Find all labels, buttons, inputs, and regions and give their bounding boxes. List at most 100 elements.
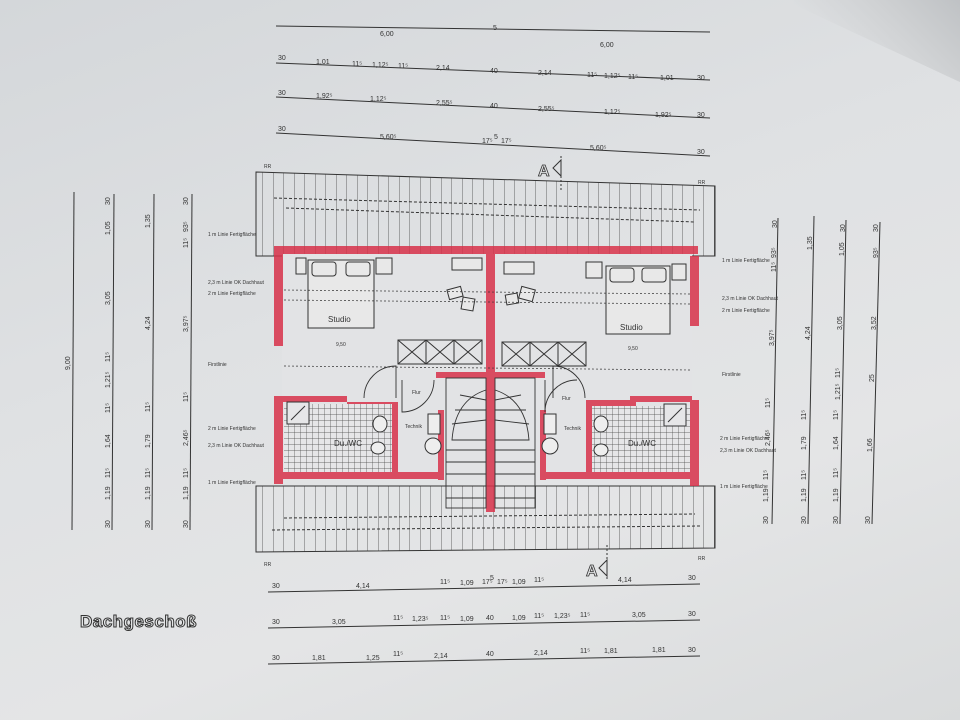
shower-right (663, 403, 687, 427)
svg-text:2 m Linie Fertigfläche: 2 m Linie Fertigfläche (720, 436, 768, 442)
toilet-left (370, 415, 388, 455)
svg-text:1 m Linie Fertigfläche: 1 m Linie Fertigfläche (208, 232, 256, 238)
svg-text:93⁵: 93⁵ (771, 247, 778, 258)
svg-text:40: 40 (486, 651, 494, 658)
svg-text:30: 30 (688, 575, 696, 582)
svg-text:1,64: 1,64 (105, 434, 112, 448)
svg-text:30: 30 (772, 220, 779, 228)
svg-text:RR: RR (264, 562, 272, 568)
svg-text:30: 30 (688, 647, 696, 654)
svg-text:2,55⁵: 2,55⁵ (436, 100, 453, 107)
staircase (445, 377, 536, 509)
svg-text:40: 40 (490, 68, 498, 75)
svg-text:17⁵: 17⁵ (482, 579, 493, 586)
svg-text:11⁵: 11⁵ (587, 72, 597, 79)
svg-text:1,12⁵: 1,12⁵ (372, 62, 389, 69)
svg-text:1 m Linie Fertigfläche: 1 m Linie Fertigfläche (722, 258, 770, 264)
svg-text:30: 30 (697, 149, 705, 156)
svg-text:11⁵: 11⁵ (105, 468, 112, 478)
svg-text:2 m Linie Fertigfläche: 2 m Linie Fertigfläche (208, 426, 256, 432)
svg-text:9,50: 9,50 (336, 342, 346, 348)
svg-text:11⁵: 11⁵ (393, 615, 403, 622)
svg-text:1 m Linie Fertigfläche: 1 m Linie Fertigfläche (720, 484, 768, 490)
svg-text:1,19: 1,19 (801, 488, 808, 502)
svg-text:1,01: 1,01 (660, 75, 674, 82)
svg-text:1,81: 1,81 (652, 647, 666, 654)
svg-text:9,50: 9,50 (628, 346, 638, 352)
svg-text:11⁵: 11⁵ (183, 468, 190, 478)
svg-text:11⁵: 11⁵ (580, 612, 590, 619)
svg-text:Studio: Studio (328, 315, 351, 324)
svg-text:1,12⁵: 1,12⁵ (370, 96, 387, 103)
svg-text:17⁵: 17⁵ (501, 138, 512, 145)
svg-text:11⁵: 11⁵ (440, 579, 450, 586)
svg-text:93⁵: 93⁵ (183, 221, 190, 232)
svg-text:3,05: 3,05 (632, 612, 646, 619)
svg-text:2,46⁵: 2,46⁵ (765, 429, 772, 446)
bed-right (585, 261, 687, 335)
svg-text:11⁵: 11⁵ (145, 468, 152, 478)
svg-text:2,46⁵: 2,46⁵ (183, 429, 190, 446)
svg-text:RR: RR (698, 180, 706, 186)
svg-text:Du./WC: Du./WC (628, 439, 656, 448)
svg-text:Firstlinie: Firstlinie (722, 372, 741, 378)
svg-text:30: 30 (697, 75, 705, 82)
svg-text:11⁵: 11⁵ (105, 352, 112, 362)
svg-text:2,3 m Linie OK Dachhaut: 2,3 m Linie OK Dachhaut (720, 448, 776, 454)
svg-text:2,3 m Linie OK Dachhaut: 2,3 m Linie OK Dachhaut (722, 296, 778, 302)
svg-text:1,25: 1,25 (366, 655, 380, 662)
svg-text:RR: RR (264, 164, 272, 170)
svg-text:9,00: 9,00 (65, 356, 72, 370)
svg-text:11⁵: 11⁵ (580, 648, 590, 655)
right-dimension-lines (771, 215, 881, 525)
left-dimension-labels: 9,00 30 1,05 3,05 11⁵ 1,21⁵ 11⁵ 1,64 11⁵… (65, 197, 190, 528)
svg-text:1,64: 1,64 (833, 436, 840, 450)
top-dimension-lines (275, 25, 711, 157)
svg-text:30: 30 (697, 112, 705, 119)
svg-text:11⁵: 11⁵ (763, 470, 770, 480)
desk-left (446, 257, 483, 312)
svg-text:1,05: 1,05 (839, 242, 846, 256)
svg-text:4,14: 4,14 (356, 583, 370, 590)
technik-left (424, 413, 442, 455)
svg-text:4,24: 4,24 (145, 316, 152, 330)
svg-text:3,05: 3,05 (105, 291, 112, 305)
svg-text:4,14: 4,14 (618, 577, 632, 584)
svg-text:11⁵: 11⁵ (628, 74, 638, 81)
svg-text:30: 30 (833, 516, 840, 524)
svg-text:1,19: 1,19 (145, 486, 152, 500)
toilet-right (593, 415, 609, 457)
svg-text:3,97⁵: 3,97⁵ (769, 329, 776, 346)
svg-text:A: A (538, 163, 550, 180)
svg-text:40: 40 (486, 615, 494, 622)
svg-text:Du./WC: Du./WC (334, 439, 362, 448)
svg-text:1,35: 1,35 (145, 214, 152, 228)
svg-text:30: 30 (873, 224, 880, 232)
svg-text:11⁵: 11⁵ (440, 615, 450, 622)
svg-text:11⁵: 11⁵ (183, 392, 190, 402)
svg-text:30: 30 (145, 520, 152, 528)
svg-text:11⁵: 11⁵ (801, 410, 808, 420)
svg-text:30: 30 (278, 126, 286, 133)
bottom-dimension-labels: 30 4,14 11⁵ 1,09 17⁵ 5 17⁵ 1,09 11⁵ 4,14… (272, 575, 696, 662)
svg-text:Flur: Flur (562, 396, 571, 402)
svg-text:5: 5 (493, 25, 497, 32)
svg-text:11⁵: 11⁵ (352, 61, 362, 68)
roof-bottom-rafters (255, 485, 716, 553)
svg-text:A: A (586, 563, 598, 580)
drawing-title: Dachgeschoß (80, 612, 197, 632)
svg-text:2,3 m Linie OK Dachhaut: 2,3 m Linie OK Dachhaut (208, 280, 264, 286)
svg-text:11⁵: 11⁵ (801, 470, 808, 480)
left-dimension-lines (71, 191, 193, 531)
svg-text:1,79: 1,79 (145, 434, 152, 448)
svg-text:11⁵: 11⁵ (771, 262, 778, 272)
svg-text:11⁵: 11⁵ (833, 410, 840, 420)
svg-text:3,52: 3,52 (871, 316, 878, 330)
svg-text:2,3 m Linie OK Dachhaut: 2,3 m Linie OK Dachhaut (208, 443, 264, 449)
svg-text:1,12⁵: 1,12⁵ (604, 73, 621, 80)
svg-text:5,60⁵: 5,60⁵ (380, 134, 397, 141)
svg-text:1,12⁵: 1,12⁵ (604, 109, 621, 116)
svg-text:5: 5 (490, 575, 494, 582)
left-height-notes: 1 m Linie Fertigfläche 2,3 m Linie OK Da… (208, 232, 264, 486)
